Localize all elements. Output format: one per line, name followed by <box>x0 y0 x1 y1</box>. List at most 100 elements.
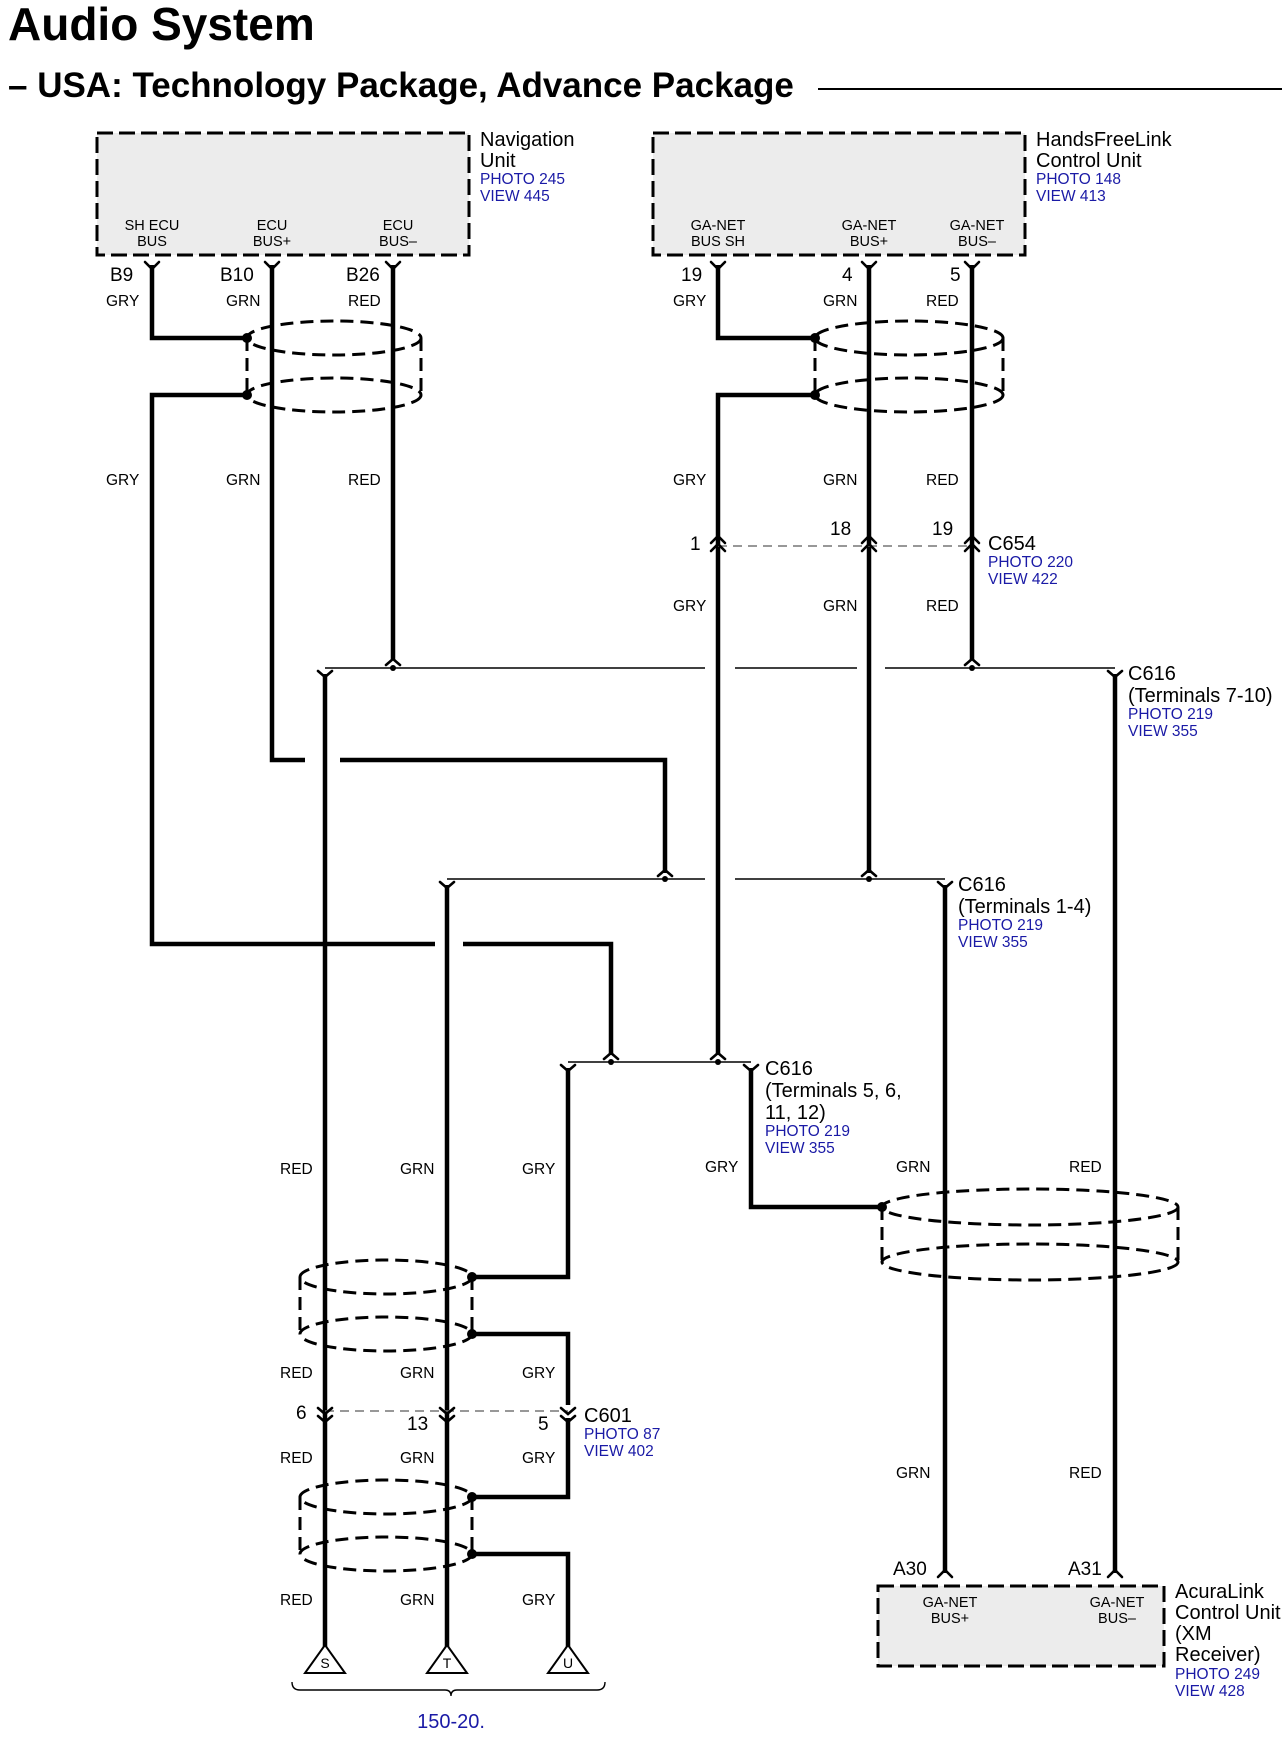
page-title: Audio System <box>8 0 315 50</box>
c616-c-view-ref[interactable]: VIEW 355 <box>765 1140 835 1157</box>
wire-gry-to-u <box>472 1551 571 1648</box>
color-label-grn: GRN <box>400 1450 434 1467</box>
hfl-pin-busplus-2: BUS+ <box>850 234 888 250</box>
acuralink-pin-busminus-2: BUS– <box>1098 1611 1137 1627</box>
wire-nav-grn-b <box>340 757 668 873</box>
page-subtitle: – USA: Technology Package, Advance Packa… <box>8 66 794 105</box>
c601-photo-ref[interactable]: PHOTO 87 <box>584 1426 660 1443</box>
destination-s-label: S <box>320 1655 329 1671</box>
acuralink-pin-busplus-2: BUS+ <box>931 1611 969 1627</box>
nav-pin-shecu-1: SH ECU <box>125 218 180 234</box>
c601-view-ref[interactable]: VIEW 402 <box>584 1443 654 1460</box>
destination-markers: S T U 150-20. <box>291 1643 606 1733</box>
acuralink-name-1: AcuraLink <box>1175 1581 1265 1603</box>
wire-nav-grn-a <box>269 265 305 763</box>
color-label-red: RED <box>280 1450 313 1467</box>
handsfreelink-unit-box <box>651 131 1027 257</box>
wire-gry-upper-shield <box>472 1068 571 1280</box>
color-label-gry: GRY <box>673 472 706 489</box>
shield-acuralink <box>880 1187 1180 1282</box>
color-label-gry: GRY <box>522 1450 555 1467</box>
color-label-red: RED <box>348 293 381 310</box>
destination-t-icon: T <box>425 1643 469 1674</box>
connector-c654: 1 18 19 C654 PHOTO 220 VIEW 422 <box>690 519 1073 588</box>
hfl-terminal-19: 19 <box>681 265 702 286</box>
connector-c616-b: C616 (Terminals 1-4) PHOTO 219 VIEW 355 <box>958 874 1091 951</box>
color-label-grn: GRN <box>226 472 260 489</box>
nav-pin-ecuplus-1: ECU <box>257 218 288 234</box>
c601-terminal-13: 13 <box>407 1414 428 1435</box>
c616-a-detail: (Terminals 7-10) <box>1128 685 1272 707</box>
c616-a-view-ref[interactable]: VIEW 355 <box>1128 723 1198 740</box>
navigation-unit-view-ref[interactable]: VIEW 445 <box>480 188 550 205</box>
color-label-gry: GRY <box>106 293 139 310</box>
c616-c-photo-ref[interactable]: PHOTO 219 <box>765 1123 850 1140</box>
color-label-gry: GRY <box>106 472 139 489</box>
acuralink-terminal-a31: A31 <box>1068 1559 1102 1580</box>
color-label-grn: GRN <box>823 293 857 310</box>
hfl-unit-photo-ref[interactable]: PHOTO 148 <box>1036 171 1121 188</box>
c654-photo-ref[interactable]: PHOTO 220 <box>988 554 1073 571</box>
hfl-terminal-5: 5 <box>950 265 961 286</box>
wire-nav-gry-upper <box>149 265 247 341</box>
handsfreelink-unit: HandsFreeLink Control Unit PHOTO 148 VIE… <box>651 129 1173 286</box>
acuralink-name-4: Receiver) <box>1175 1644 1261 1666</box>
c616-b-photo-ref[interactable]: PHOTO 219 <box>958 917 1043 934</box>
connector-c616-a: C616 (Terminals 7-10) PHOTO 219 VIEW 355 <box>1128 663 1272 740</box>
hfl-terminal-4: 4 <box>842 265 853 286</box>
hfl-pin-bussh-2: BUS SH <box>691 234 745 250</box>
wire-hfl-gry-upper <box>715 265 815 341</box>
acuralink-pin-busminus-1: GA-NET <box>1090 1595 1145 1611</box>
nav-pin-shecu-2: BUS <box>137 234 167 250</box>
acuralink-unit-box <box>876 1584 1166 1668</box>
acuralink-photo-ref[interactable]: PHOTO 249 <box>1175 1666 1260 1683</box>
navigation-unit: Navigation Unit PHOTO 245 VIEW 445 SH EC… <box>95 129 575 286</box>
hfl-pin-busplus-1: GA-NET <box>842 218 897 234</box>
color-label-red: RED <box>280 1365 313 1382</box>
destination-s-icon: S <box>303 1643 347 1674</box>
c654-terminal-18: 18 <box>830 519 851 540</box>
wire-gry-c601-down <box>472 1418 571 1500</box>
c616-a-photo-ref[interactable]: PHOTO 219 <box>1128 706 1213 723</box>
acuralink-unit: AcuraLink Control Unit (XM Receiver) PHO… <box>876 1559 1281 1700</box>
junction-dots <box>242 333 975 1559</box>
color-label-grn: GRN <box>896 1159 930 1176</box>
color-label-grn: GRN <box>400 1592 434 1609</box>
color-label-gry: GRY <box>522 1365 555 1382</box>
color-label-red: RED <box>926 293 959 310</box>
wire-gry-to-c601 <box>472 1331 571 1405</box>
c654-name: C654 <box>988 533 1036 555</box>
c616-c-detail-1: (Terminals 5, 6, <box>765 1080 902 1102</box>
color-label-red: RED <box>280 1592 313 1609</box>
color-label-red: RED <box>1069 1465 1102 1482</box>
c616-b-view-ref[interactable]: VIEW 355 <box>958 934 1028 951</box>
c616-b-name: C616 <box>958 874 1006 896</box>
c616-b-detail: (Terminals 1-4) <box>958 896 1091 918</box>
color-label-grn: GRN <box>823 472 857 489</box>
acuralink-terminal-a30: A30 <box>893 1559 927 1580</box>
c601-terminal-6: 6 <box>296 1403 307 1424</box>
color-label-red: RED <box>348 472 381 489</box>
terminal-marks <box>143 260 1124 1579</box>
wire-nav-gry-to-c616 <box>463 941 614 1055</box>
wire-color-labels: GRY GRN RED GRY GRN RED GRY GRN RED GRY … <box>106 293 1102 1609</box>
hfl-unit-view-ref[interactable]: VIEW 413 <box>1036 188 1106 205</box>
c654-terminal-19: 19 <box>932 519 953 540</box>
color-label-red: RED <box>926 598 959 615</box>
wire-nav-gry-lower <box>149 392 435 947</box>
acuralink-view-ref[interactable]: VIEW 428 <box>1175 1683 1245 1700</box>
color-label-red: RED <box>280 1161 313 1178</box>
c616-c-detail-2: 11, 12) <box>765 1102 826 1124</box>
color-label-gry: GRY <box>705 1159 738 1176</box>
color-label-gry: GRY <box>673 598 706 615</box>
wire-gry-acuralink-shield <box>748 1068 882 1210</box>
c654-view-ref[interactable]: VIEW 422 <box>988 571 1058 588</box>
navigation-unit-name-2: Unit <box>480 150 516 172</box>
color-label-grn: GRN <box>400 1161 434 1178</box>
color-label-grn: GRN <box>896 1465 930 1482</box>
color-label-grn: GRN <box>226 293 260 310</box>
page-reference-link[interactable]: 150-20. <box>417 1711 485 1733</box>
navigation-unit-photo-ref[interactable]: PHOTO 245 <box>480 171 565 188</box>
navigation-unit-name-1: Navigation <box>480 129 575 151</box>
